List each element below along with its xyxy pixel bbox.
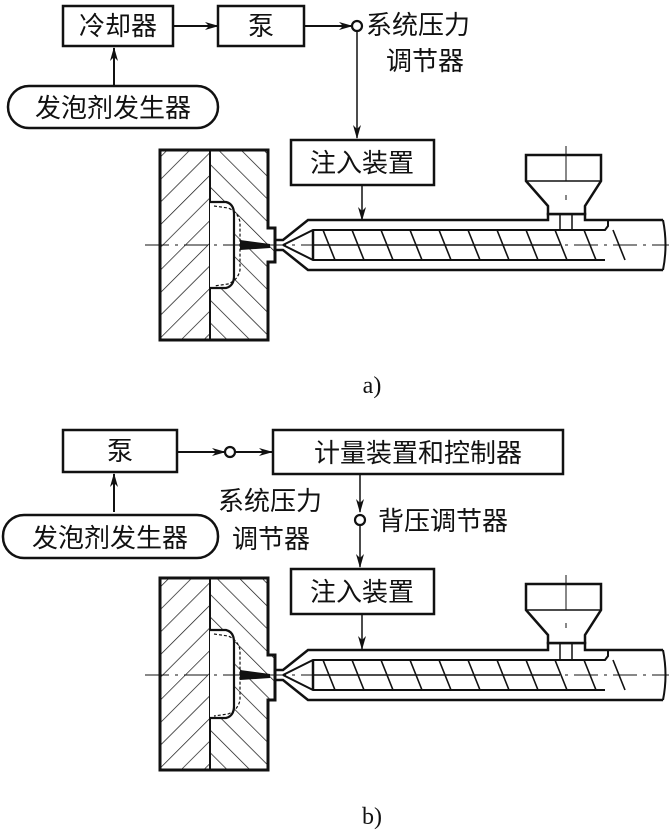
figure-b: 泵 计量装置和控制器 系统压力 调节器 发泡剂发生器 背压调节器 注入装置 (1, 428, 669, 830)
system-pressure-regulator-label-line2: 调节器 (232, 525, 310, 555)
system-pressure-regulator-node (223, 445, 237, 459)
system-pressure-regulator-label-line1: 系统压力 (366, 11, 470, 41)
back-pressure-regulator-label: 背压调节器 (378, 507, 508, 537)
mold (158, 576, 277, 772)
caption-b: b) (362, 804, 382, 830)
system-pressure-regulator-node (350, 19, 364, 33)
back-pressure-regulator-node (353, 513, 367, 527)
cooler-label: 冷却器 (79, 12, 157, 42)
screw-flight (322, 229, 336, 261)
pump-box: 泵 (61, 428, 179, 474)
screw-flight (409, 229, 423, 261)
cooler-box: 冷却器 (61, 4, 175, 48)
metering-and-controller-label: 计量装置和控制器 (314, 439, 522, 469)
injection-unit-box: 注入装置 (289, 567, 436, 616)
screw-flight (322, 659, 336, 691)
injection-unit-label: 注入装置 (310, 578, 414, 608)
hopper (524, 146, 603, 230)
pump-box: 泵 (216, 4, 306, 48)
injection-barrel (275, 575, 667, 702)
screw-flight (554, 659, 568, 691)
screw-flight (438, 229, 452, 261)
screw-flight (409, 659, 423, 691)
screw-flight (554, 229, 568, 261)
foaming-agent-generator-oval: 发泡剂发生器 (1, 513, 220, 560)
foaming-agent-generator-oval: 发泡剂发生器 (6, 84, 220, 130)
screw-flight (525, 659, 539, 691)
system-pressure-regulator-label-line2: 调节器 (386, 47, 464, 77)
injection-unit-label: 注入装置 (310, 149, 414, 179)
system-pressure-regulator-label-line1: 系统压力 (218, 487, 322, 517)
figure-a: 冷却器 泵 系统压力 调节器 发泡剂发生器 注入装置 (6, 4, 669, 399)
pump-label: 泵 (107, 437, 133, 467)
hopper (524, 575, 603, 660)
pump-label: 泵 (248, 12, 274, 42)
screw-flight (438, 659, 452, 691)
foaming-agent-generator-label: 发泡剂发生器 (35, 94, 191, 124)
caption-a: a) (363, 373, 382, 399)
metering-and-controller-box: 计量装置和控制器 (271, 428, 565, 476)
foaming-agent-generator-label: 发泡剂发生器 (32, 524, 188, 554)
injection-unit-box: 注入装置 (289, 138, 436, 187)
screw-flight (525, 229, 539, 261)
